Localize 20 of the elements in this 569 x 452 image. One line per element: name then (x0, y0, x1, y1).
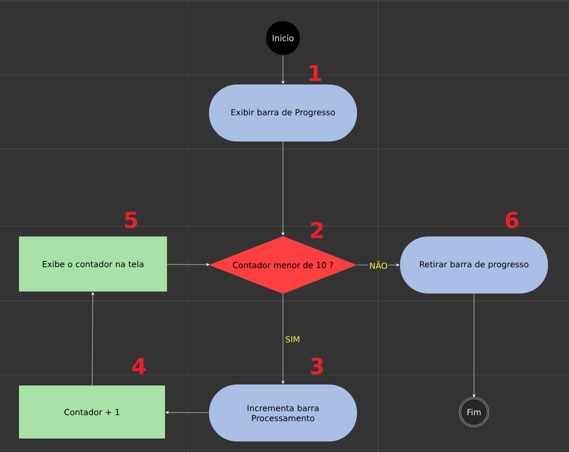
process-box: Incrementa barra Processamento (209, 384, 357, 442)
arrow (282, 294, 284, 384)
callout-number: 6 (506, 212, 518, 228)
callout-number: 1 (310, 64, 322, 82)
arrow (282, 142, 284, 236)
arrow (472, 294, 476, 398)
arrow (167, 263, 210, 266)
callout-number: 3 (310, 358, 323, 374)
action-box: Contador + 1 (19, 386, 165, 438)
arrow (282, 55, 284, 84)
arrow (166, 410, 209, 414)
callout-number: 2 (311, 222, 323, 238)
edge-label: SIM (286, 336, 300, 342)
arrow (91, 292, 94, 386)
process-box: Exibir barra de Progresso (209, 84, 357, 142)
callout-number: 4 (132, 358, 146, 374)
callout-number: 5 (125, 212, 138, 228)
edge-label: NÃO (370, 261, 388, 269)
action-box: Exibe o contador na tela (19, 236, 167, 292)
process-box: Retirar barra de progresso (400, 236, 548, 294)
